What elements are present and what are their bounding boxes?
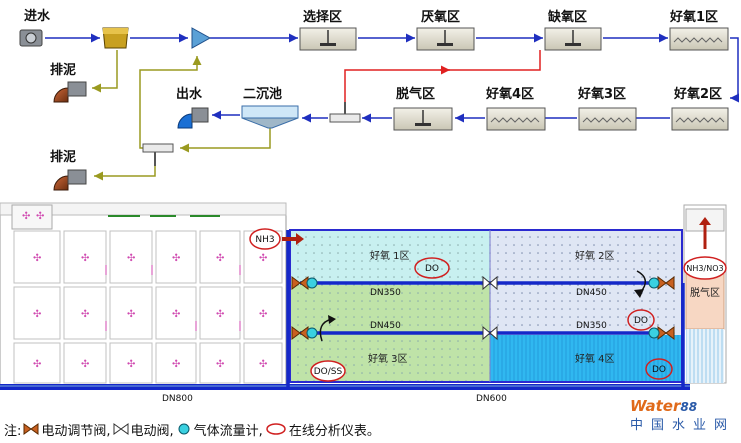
legend-item: 气体流量计,: [193, 423, 263, 439]
svg-text:✣: ✣: [216, 359, 224, 370]
svg-text:✣: ✣: [81, 309, 89, 320]
svg-text:二沉池: 二沉池: [243, 86, 282, 102]
svg-text:✣: ✣: [127, 309, 135, 320]
anoxic-tank: 缺氧区: [544, 9, 602, 51]
svg-text:✣: ✣: [81, 253, 89, 264]
svg-text:✣: ✣: [216, 253, 224, 264]
legend-prefix: 注:: [4, 423, 22, 439]
motorized-valve-icon: [113, 423, 129, 435]
svg-text:✣: ✣: [259, 309, 267, 320]
sludge-pump-icon: 排泥: [50, 62, 87, 103]
svg-text:好氧 2区: 好氧 2区: [575, 249, 615, 262]
svg-text:厌氧区: 厌氧区: [421, 9, 460, 25]
svg-text:✣: ✣: [127, 253, 135, 264]
aerobic-2-tank: 好氧2区: [671, 86, 729, 131]
online-analyzer-badge: NH3: [249, 228, 281, 250]
svg-text:✣: ✣: [36, 211, 44, 222]
sludge-splitter-pipe-icon: [142, 143, 174, 166]
svg-text:选择区: 选择区: [303, 9, 342, 25]
motorized-valve-icon: [482, 275, 498, 341]
svg-text:✣: ✣: [259, 253, 267, 264]
pipe-label: DN800: [162, 394, 193, 404]
svg-text:好氧 4区: 好氧 4区: [575, 352, 615, 365]
anaerobic-tank: 厌氧区: [416, 9, 475, 51]
aerobic-zone-1: 好氧 1区: [290, 230, 490, 285]
plan-view-diagram: ✣ ✣ ✣ ✣ ✣ ✣ ✣ ✣ ✣ ✣ ✣ ✣ ✣ ✣ ✣ ✣ ✣ ✣ ✣ ✣ 好氧 1区 好氧 2区 好氧 3…: [0, 202, 727, 404]
pipe-label: DN600: [476, 394, 507, 404]
secondary-clarifier-icon: 二沉池: [241, 86, 299, 129]
grit-chamber-icon: [102, 27, 129, 49]
legend: 注: 电动调节阀, 电动阀, 气体流量计, 在线分析仪表。: [0, 415, 741, 443]
pipe-label: DN450: [370, 321, 401, 331]
svg-text:排泥: 排泥: [50, 149, 76, 165]
svg-text:NH3/NO3: NH3/NO3: [686, 264, 723, 273]
svg-text:好氧4区: 好氧4区: [485, 86, 534, 102]
svg-text:DO: DO: [634, 316, 648, 326]
svg-text:✣: ✣: [33, 253, 41, 264]
svg-text:出水: 出水: [176, 86, 203, 102]
legend-item: 电动调节阀,: [41, 423, 111, 439]
svg-text:✣: ✣: [22, 211, 30, 222]
gas-flowmeter-icon: [306, 277, 660, 339]
svg-text:✣: ✣: [259, 359, 267, 370]
aerobic-zone-4: 好氧 4区: [490, 285, 682, 382]
online-analyzer-badge: DO: [627, 309, 655, 331]
pipe-label: DN350: [576, 321, 607, 331]
degas-zone: 脱气区: [683, 204, 727, 384]
svg-text:好氧 1区: 好氧 1区: [370, 249, 410, 262]
process-flow-diagram: 进水 选择区 厌氧区 缺氧区 好氧1区 好氧2区 好氧3区: [19, 8, 739, 191]
aerobic-1-tank: 好氧1区: [669, 9, 729, 51]
online-analyzer-badge: DO/SS: [310, 360, 346, 382]
svg-text:✣: ✣: [127, 359, 135, 370]
pipe-label: DN350: [370, 288, 401, 298]
watermark-logo: Water88 中国水业网: [629, 397, 735, 433]
svg-text:DO/SS: DO/SS: [314, 367, 343, 377]
svg-text:DO: DO: [652, 365, 666, 375]
front-zone-grid: ✣ ✣ ✣ ✣ ✣ ✣ ✣ ✣ ✣ ✣ ✣ ✣ ✣ ✣ ✣ ✣ ✣ ✣ ✣ ✣: [0, 202, 287, 388]
gas-flowmeter-icon: [178, 423, 190, 435]
svg-text:好氧1区: 好氧1区: [669, 9, 718, 25]
aerobic-zone-2: 好氧 2区: [490, 230, 682, 285]
degas-tank: 脱气区: [393, 86, 453, 131]
svg-text:缺氧区: 缺氧区: [547, 9, 587, 25]
svg-text:✣: ✣: [33, 359, 41, 370]
aerobic-4-tank: 好氧4区: [485, 86, 546, 131]
svg-text:✣: ✣: [216, 309, 224, 320]
main-pipe: [0, 384, 690, 390]
online-analyzer-badge: NH3/NO3: [683, 256, 727, 280]
legend-item: 电动阀,: [130, 423, 174, 439]
online-analyzer-icon: [266, 423, 286, 435]
svg-text:NH3: NH3: [255, 235, 274, 245]
svg-text:脱气区: 脱气区: [690, 286, 720, 299]
sludge-pump-icon: 排泥: [50, 149, 87, 191]
inlet-pump-icon: [19, 29, 43, 47]
svg-text:✣: ✣: [172, 253, 180, 264]
svg-text:排泥: 排泥: [50, 62, 76, 78]
svg-text:好氧 3区: 好氧 3区: [368, 352, 408, 365]
svg-text:✣: ✣: [81, 359, 89, 370]
svg-text:DO: DO: [425, 264, 439, 274]
motorized-regulating-valve-icon: [291, 276, 675, 340]
online-analyzer-badge: DO: [414, 257, 450, 279]
svg-text:脱气区: 脱气区: [396, 86, 435, 102]
online-analyzer-badge: DO: [645, 358, 673, 380]
inlet-label: 进水: [24, 8, 51, 24]
legend-item: 在线分析仪表。: [288, 423, 380, 439]
motorized-regulating-valve-icon: [23, 423, 39, 435]
svg-text:好氧3区: 好氧3区: [577, 86, 626, 102]
selector-tank: 选择区: [299, 9, 357, 51]
aerobic-3-tank: 好氧3区: [577, 86, 637, 131]
svg-text:✣: ✣: [172, 309, 180, 320]
splitter-pipe-icon: [329, 102, 361, 123]
outlet-pump-icon: 出水: [176, 86, 209, 129]
mixing-chamber-icon: [191, 27, 212, 49]
svg-text:✣: ✣: [33, 309, 41, 320]
svg-text:好氧2区: 好氧2区: [673, 86, 722, 102]
nh3-arrow-icon: [282, 233, 304, 245]
svg-text:✣: ✣: [172, 359, 180, 370]
pipe-label: DN450: [576, 288, 607, 298]
